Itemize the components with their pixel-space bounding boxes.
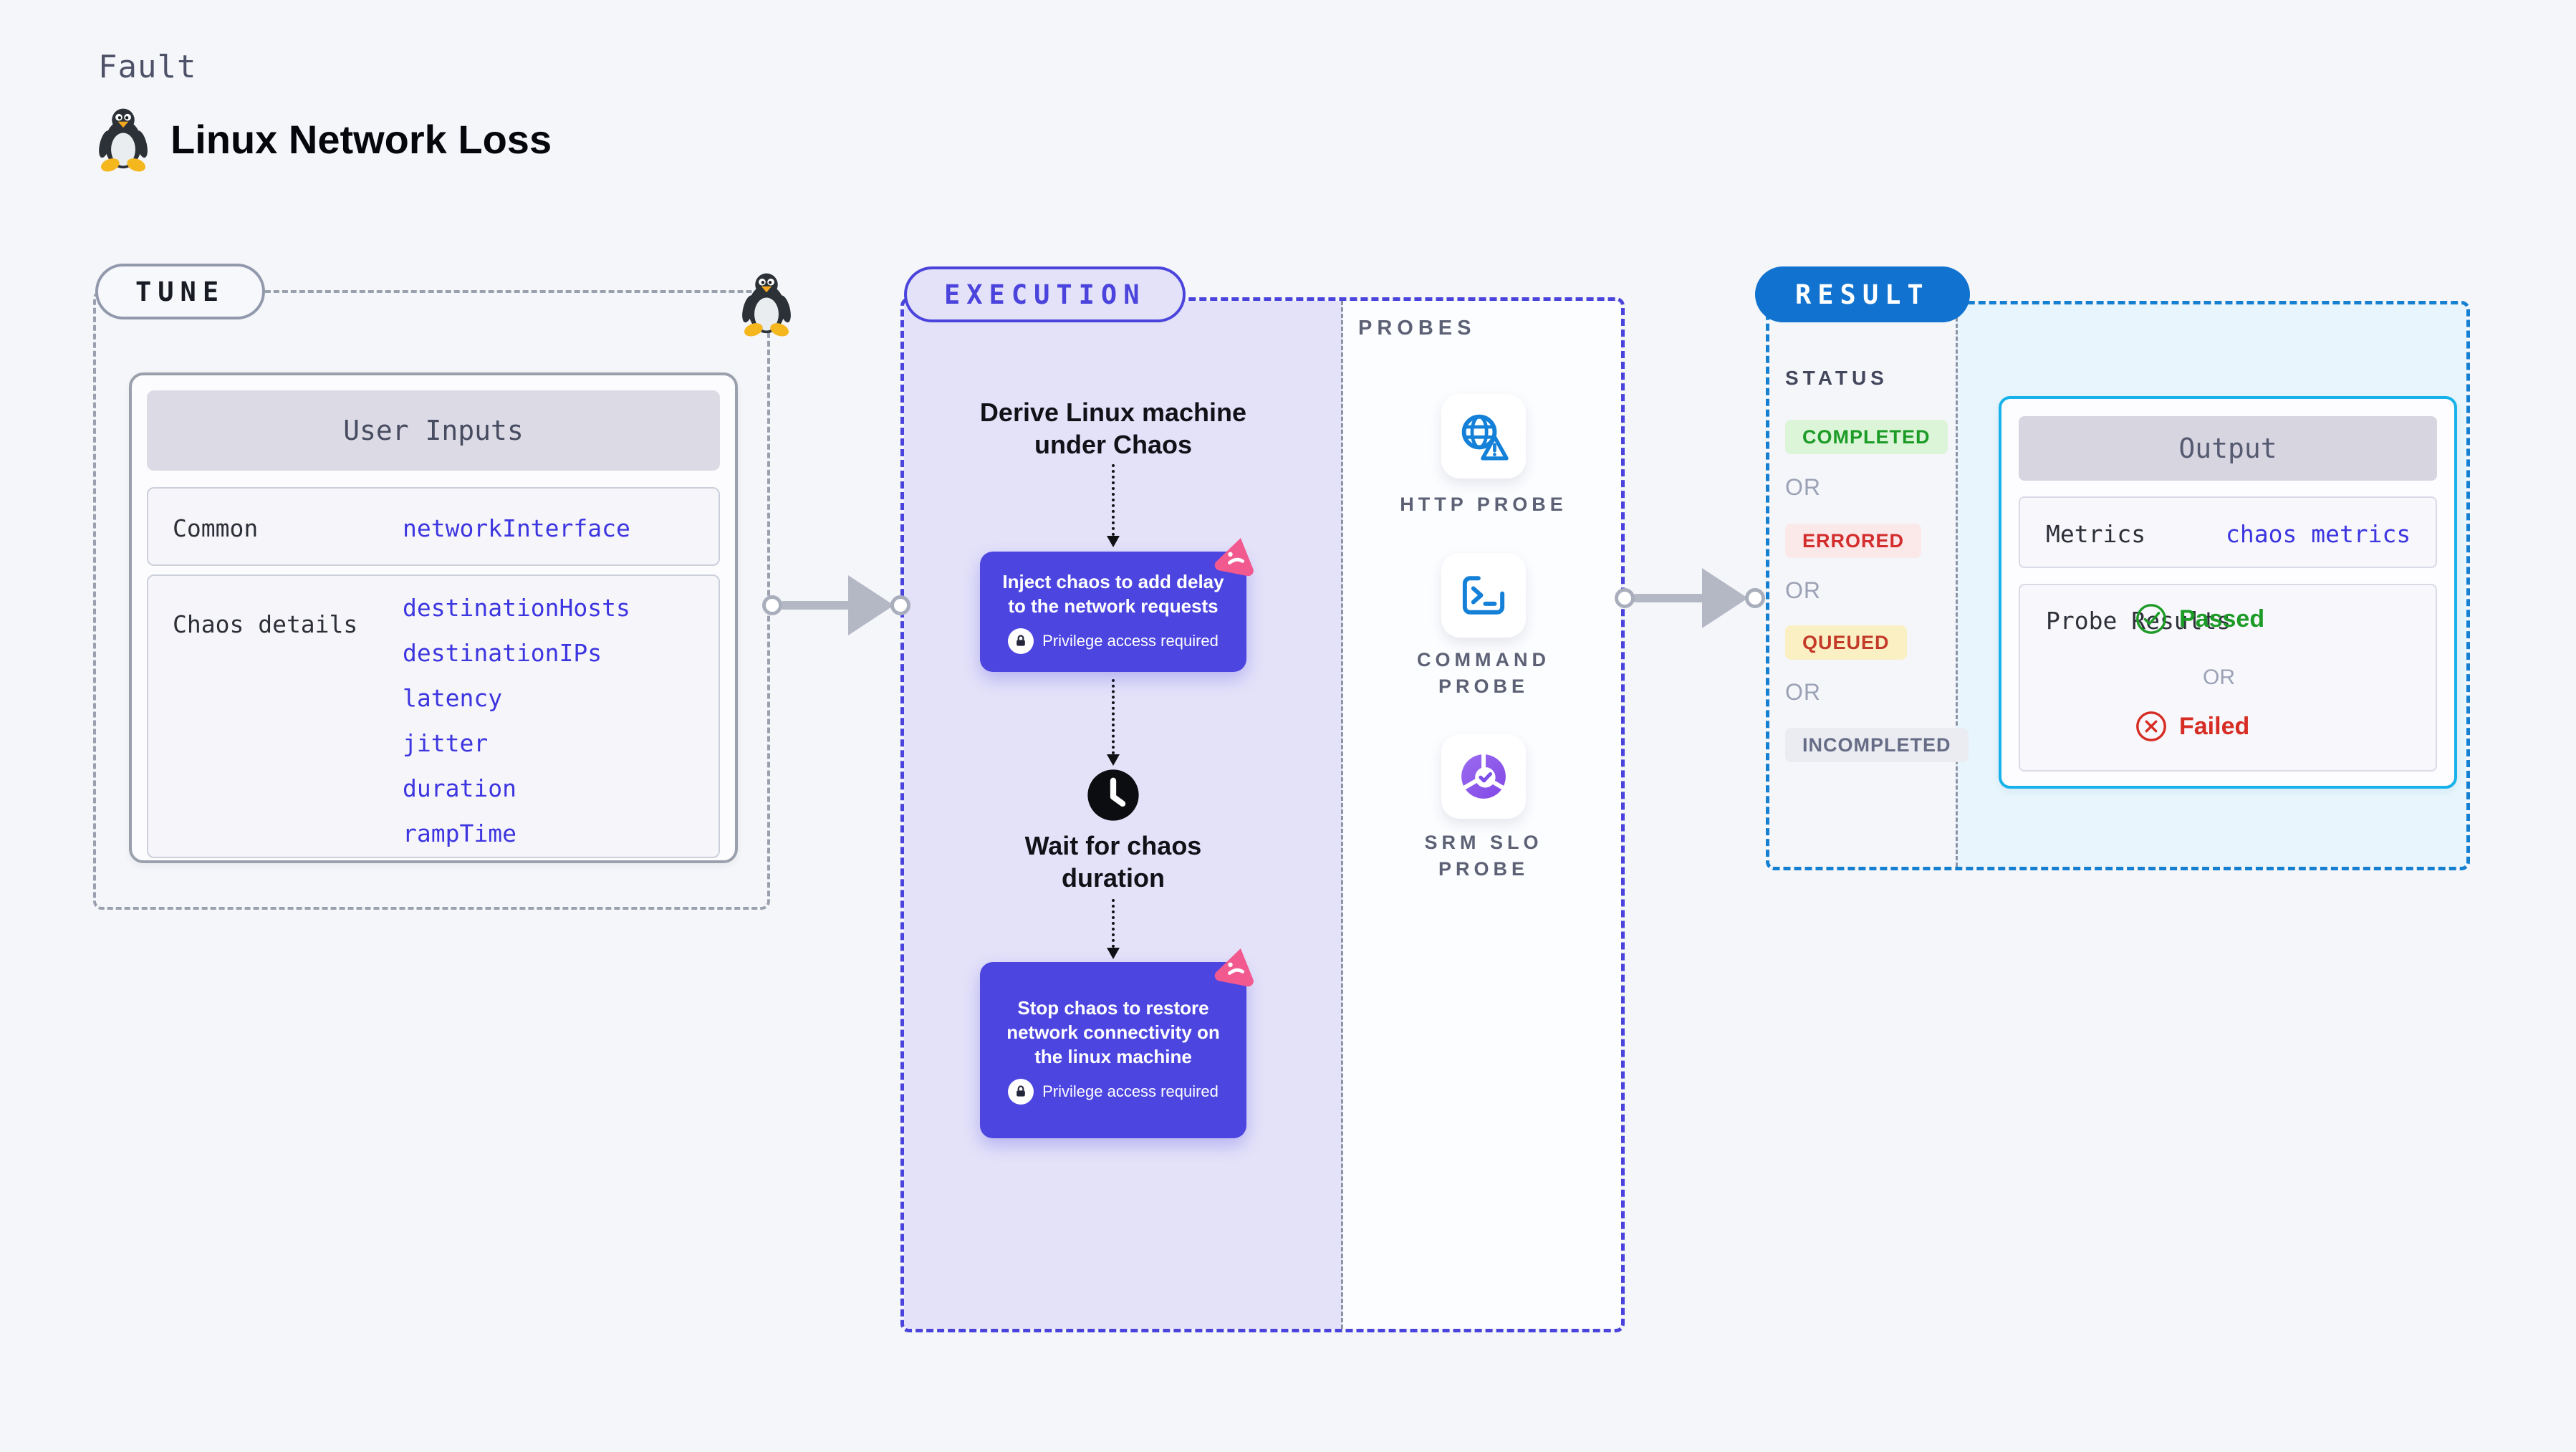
user-inputs-header: User Inputs: [147, 390, 720, 471]
page-header: Linux Network Loss: [96, 106, 552, 172]
command-probe-label: COMMAND PROBE: [1417, 649, 1550, 697]
execution-pill: EXECUTION: [904, 266, 1186, 322]
privilege-note: Privilege access required: [1008, 1079, 1219, 1105]
flow-connector: [1112, 679, 1115, 754]
chaos-value: destinationHosts: [403, 594, 630, 622]
row-label: Common: [173, 514, 259, 542]
step-stop-chaos-card: Stop chaos to restore network connectivi…: [980, 962, 1246, 1138]
status-badge-completed: COMPLETED: [1785, 420, 1948, 454]
linux-tux-icon: [99, 108, 148, 172]
status-badge-errored: ERRORED: [1785, 524, 1922, 558]
row-label: Chaos details: [173, 610, 358, 638]
lock-icon: [1008, 1079, 1034, 1105]
result-divider: [1956, 304, 1958, 867]
probes-label: PROBES: [1358, 317, 1476, 340]
step-derive-machine: Derive Linux machine under Chaos: [979, 398, 1247, 459]
globe-alert-icon: [1461, 414, 1509, 461]
srm-slo-probe-label: SRM SLO PROBE: [1424, 832, 1543, 880]
command-probe-card: [1441, 553, 1526, 638]
chaos-logo-icon: [1214, 948, 1254, 987]
flow-connector: [1112, 464, 1115, 536]
failed-label: Failed: [2179, 712, 2250, 740]
inject-step-text: Inject chaos to add delay to the network…: [1002, 571, 1224, 617]
chaos-values-list: destinationHosts destinationIPs latency …: [403, 596, 630, 846]
chaos-value: rampTime: [403, 819, 516, 847]
or-separator: OR: [1785, 679, 1821, 705]
check-circle-icon: [2136, 604, 2166, 634]
result-pill: RESULT: [1755, 266, 1970, 322]
clock-icon: [1087, 769, 1139, 821]
lock-icon: [1008, 628, 1034, 654]
status-label: STATUS: [1785, 367, 1888, 389]
probes-divider: [1341, 301, 1343, 1329]
flow-arrowhead: [1107, 754, 1120, 766]
metrics-value: chaos metrics: [2226, 520, 2411, 548]
privilege-text: Privilege access required: [1042, 632, 1219, 650]
output-header: Output: [2019, 416, 2437, 481]
http-probe-card: [1441, 394, 1526, 479]
flow-arrowhead: [1107, 948, 1120, 959]
chaos-logo-icon: [1214, 538, 1254, 577]
or-separator: OR: [1785, 474, 1821, 500]
tune-pill: TUNE: [95, 264, 266, 319]
table-row-chaos-details: Chaos details destinationHosts destinati…: [147, 574, 720, 858]
page-title: Linux Network Loss: [170, 116, 552, 162]
table-row-common: Common networkInterface: [147, 487, 720, 566]
chaos-value: destinationIPs: [403, 639, 602, 667]
output-row-metrics: Metrics chaos metrics: [2019, 496, 2437, 568]
chaos-value: latency: [403, 684, 503, 712]
flow-arrowhead: [1107, 536, 1120, 547]
status-badge-incompleted: INCOMPLETED: [1785, 728, 1969, 762]
step-inject-chaos-card: Inject chaos to add delay to the network…: [980, 552, 1246, 672]
terminal-icon: [1462, 576, 1505, 615]
output-row-probe-results: Probe Results Passed OR Failed: [2019, 584, 2437, 771]
passed-label: Passed: [2179, 605, 2265, 633]
or-separator: OR: [1785, 577, 1821, 603]
privilege-note: Privilege access required: [1008, 628, 1219, 654]
or-separator: OR: [2203, 665, 2235, 689]
srm-slo-probe-card: [1441, 734, 1526, 819]
fault-kicker: Fault: [98, 49, 197, 85]
http-probe-label: HTTP PROBE: [1400, 494, 1567, 515]
x-circle-icon: [2136, 711, 2166, 741]
status-badge-queued: QUEUED: [1785, 625, 1907, 660]
slo-pie-check-icon: [1461, 752, 1506, 799]
step-wait-duration: Wait for chaos duration: [1024, 831, 1202, 893]
privilege-text: Privilege access required: [1042, 1082, 1219, 1100]
probe-result-failed: Failed: [2135, 710, 2249, 743]
chaos-value: jitter: [403, 729, 489, 757]
chaos-value: duration: [403, 774, 516, 802]
probe-result-passed: Passed: [2135, 602, 2264, 635]
row-value: networkInterface: [403, 514, 630, 542]
result-section: [1766, 301, 2470, 870]
linux-tux-corner-icon: [742, 273, 791, 337]
flow-connector: [1112, 899, 1115, 948]
stop-step-text: Stop chaos to restore network connectivi…: [1006, 997, 1220, 1067]
execution-section: [900, 297, 1625, 1332]
metrics-label: Metrics: [2046, 520, 2146, 548]
